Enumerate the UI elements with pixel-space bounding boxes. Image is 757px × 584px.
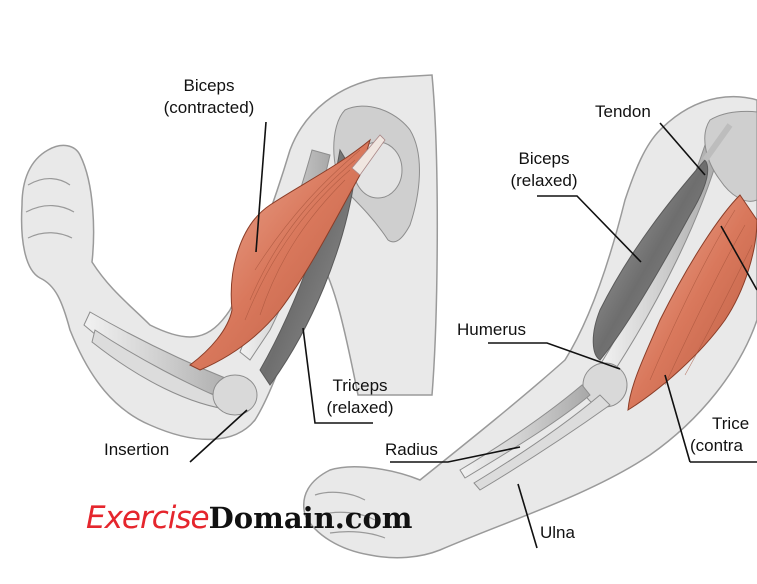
leader-humerus	[488, 342, 621, 370]
right-arm-figure	[303, 95, 757, 559]
right-arm-skin	[303, 95, 757, 559]
leader-tendon	[659, 122, 706, 176]
watermark-part1: Exercise	[86, 500, 210, 536]
leader-lines	[189, 121, 757, 549]
label-humerus: Humerus	[457, 320, 526, 339]
right-radius	[459, 384, 591, 479]
label-left-biceps: Biceps (contracted)	[150, 75, 268, 119]
label-tendon: Tendon	[595, 102, 651, 121]
leader-left-triceps	[302, 327, 373, 424]
left-biceps	[189, 138, 371, 371]
leader-radius	[390, 446, 521, 463]
right-biceps	[592, 159, 709, 361]
label-right-triceps-line2: (contra	[690, 436, 743, 455]
left-arm-figure	[20, 74, 439, 441]
label-ulna: Ulna	[540, 523, 575, 542]
label-right-biceps-line2: (relaxed)	[510, 171, 578, 190]
leader-right-triceps-upper	[720, 225, 757, 291]
label-left-biceps-line2: (contracted)	[163, 98, 255, 117]
label-radius: Radius	[385, 440, 438, 459]
leader-ulna	[517, 483, 538, 549]
label-right-triceps-line1: Trice	[712, 414, 750, 433]
label-left-biceps-line1: Biceps	[183, 76, 235, 95]
label-left-triceps-line2: (relaxed)	[326, 398, 394, 417]
label-insertion: Insertion	[104, 440, 170, 459]
label-left-triceps: Triceps (relaxed)	[315, 375, 405, 419]
watermark-logo: ExerciseDomain.com	[86, 498, 413, 544]
leader-right-triceps	[664, 374, 757, 463]
watermark-part2: Domain.com	[208, 501, 413, 535]
label-right-triceps: Trice (contra	[690, 413, 749, 457]
label-right-biceps: Biceps (relaxed)	[500, 148, 588, 192]
right-ulna	[473, 394, 611, 491]
leader-right-biceps	[537, 195, 642, 263]
leader-left-biceps	[255, 121, 267, 253]
label-left-triceps-line1: Triceps	[332, 376, 388, 395]
leader-insertion	[189, 409, 248, 463]
label-right-biceps-line1: Biceps	[518, 149, 570, 168]
